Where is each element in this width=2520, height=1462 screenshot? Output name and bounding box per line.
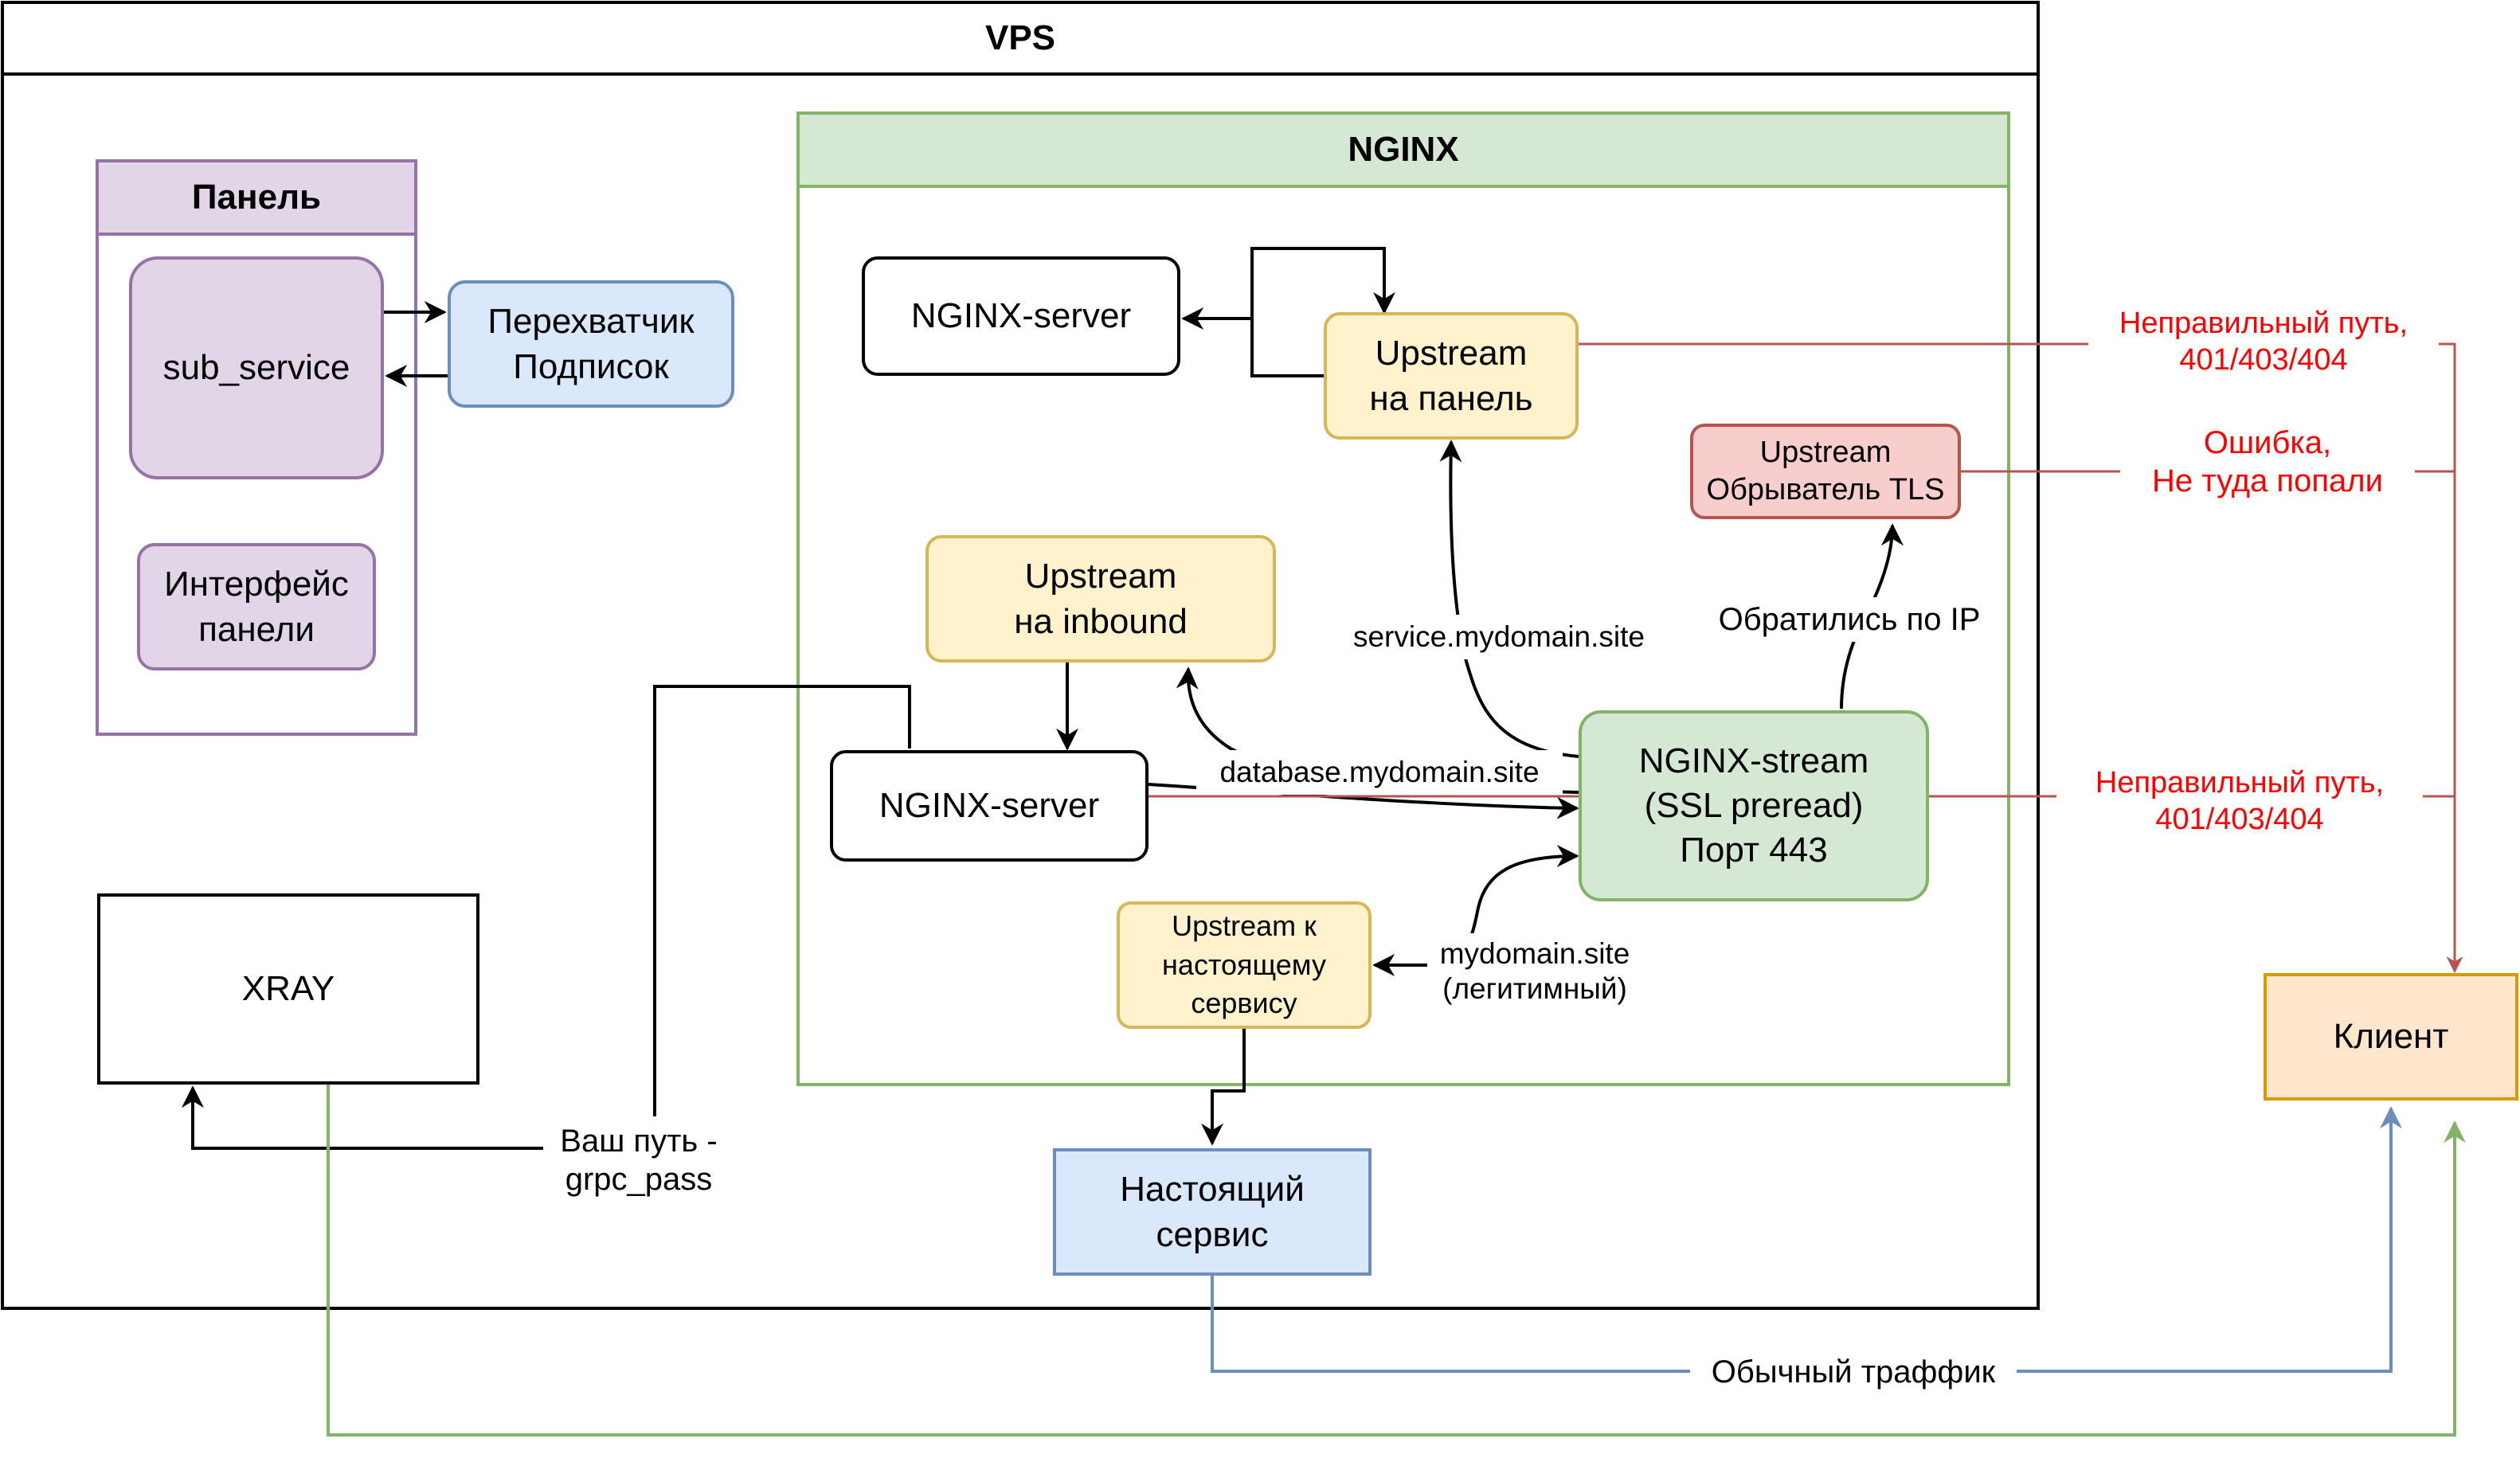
panel-title: Панель [191, 177, 322, 217]
edge-wrong-path-1 [1579, 342, 2463, 974]
upstream-panel-node: Upstream на панель [1324, 312, 1579, 440]
nginx-server-mid-node: NGINX-server [830, 750, 1148, 862]
normal-traffic-label: Обычный траффик [1690, 1352, 2017, 1392]
edge-upstream-to-real-service [1201, 1029, 1246, 1146]
edge-server-to-upstream-panel [1250, 247, 1395, 319]
service-domain-label: service.mydomain.site [1324, 615, 1674, 659]
nginx-title: NGINX [1348, 129, 1459, 169]
wrong-path-1-label: Неправильный путь, 401/403/404 [2088, 299, 2439, 386]
real-service-node: Настоящий сервис [1053, 1148, 1372, 1276]
upstream-real-service-node: Upstream к настоящему сервису [1117, 901, 1372, 1029]
nginx-stream-node: NGINX-stream (SSL preread) Порт 443 [1579, 710, 1929, 901]
sub-service-node: sub_service [129, 256, 384, 479]
database-domain-label: database.mydomain.site [1196, 750, 1563, 795]
subscription-interceptor-node: Перехватчик Подписок [448, 280, 734, 408]
upstream-tls-breaker-node: Upstream Обрыватель TLS [1690, 424, 1961, 519]
edge-xray-to-client [327, 1085, 2466, 1437]
xray-node: XRAY [97, 893, 479, 1085]
ip-access-label: Обратились по IP [1698, 597, 2001, 642]
upstream-inbound-node: Upstream на inbound [925, 535, 1276, 663]
edge-upstream-panel-to-server [1181, 307, 1324, 377]
panel-interface-node: Интерфейс панели [137, 543, 376, 670]
error-wrong-label: Ошибка, Не туда попали [2120, 418, 2415, 506]
legit-domain-label: mydomain.site (легитимный) [1427, 933, 1642, 1010]
nginx-server-top-node: NGINX-server [862, 256, 1180, 376]
client-node: Клиент [2264, 973, 2518, 1100]
vps-title: VPS [984, 18, 1056, 57]
edge-server-to-xray [182, 685, 911, 1150]
wrong-path-2-label: Неправильный путь, 401/403/404 [2056, 758, 2423, 846]
grpc-path-label: Ваш путь - grpc_pass [543, 1116, 734, 1204]
